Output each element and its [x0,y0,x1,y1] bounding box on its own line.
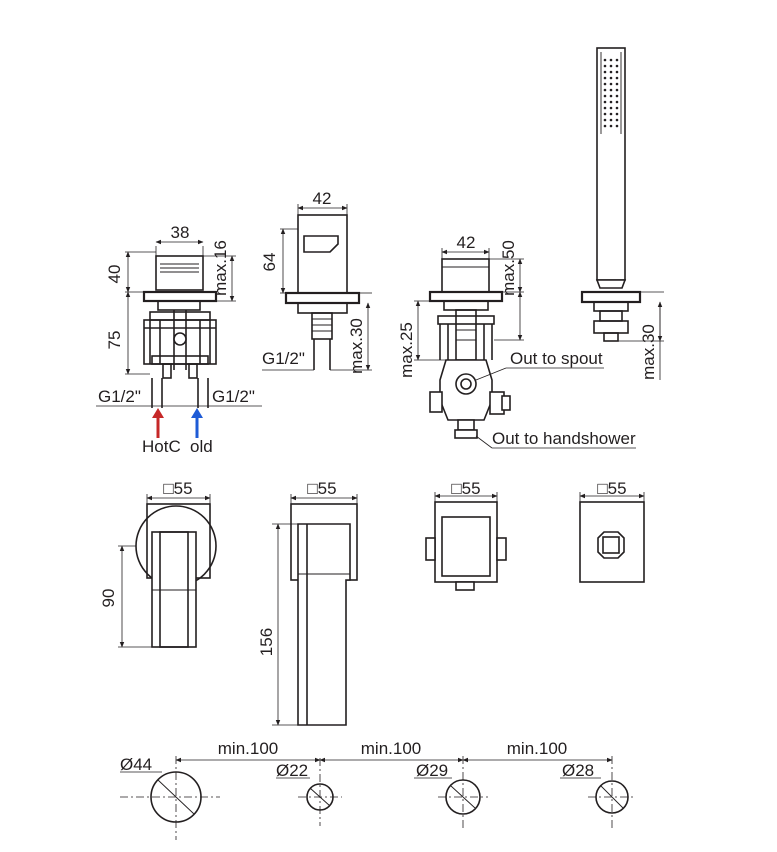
nozzle-dot [615,118,619,122]
mixer-top-size-label: □55 [163,479,192,498]
diverter-width-label: 42 [457,233,476,252]
nozzle-dot [603,82,607,86]
spout-top-size-label: □55 [307,479,336,498]
handshower-max-depth-label: max.30 [639,324,658,380]
spout-width-label: 42 [313,189,332,208]
nozzle-dot [603,124,607,128]
hole-1-diameter-label: Ø44 [120,755,152,774]
out-to-spout-label: Out to spout [510,349,603,368]
nozzle-dot [615,70,619,74]
mixer-max-top-label: max.16 [211,240,230,296]
spout-height-label: 64 [260,253,279,272]
mixer-thread-left-label: G1/2" [98,387,141,406]
hole-3-diameter-label: Ø29 [416,761,448,780]
nozzle-dot [609,124,613,128]
nozzle-dots [603,58,619,128]
nozzle-dot [615,94,619,98]
diverter-max-top-label: max.50 [499,240,518,296]
nozzle-dot [603,76,607,80]
nozzle-dot [609,100,613,104]
nozzle-dot [609,64,613,68]
mixer-top-height-label: 40 [105,265,124,284]
hole-2-diameter-label: Ø22 [276,761,308,780]
nozzle-dot [603,70,607,74]
nozzle-dot [609,58,613,62]
mixer-depth-label: 90 [99,589,118,608]
hot-label: HotC [142,437,181,456]
hole-spacing-1-label: min.100 [218,739,278,758]
diverter-side-view: 42 max.50 max.25 Out to spout Out to han… [397,233,636,449]
nozzle-dot [609,82,613,86]
nozzle-dot [603,118,607,122]
mixer-body-height-label: 75 [105,331,124,350]
nozzle-dot [615,76,619,80]
mixer-thread-right-label: G1/2" [212,387,255,406]
nozzle-dot [615,88,619,92]
nozzle-dot [603,100,607,104]
mixer-side-view: 38 40 75 max.16 G1/2" G1/2" HotC old [96,223,262,456]
nozzle-dot [615,112,619,116]
nozzle-dot [609,94,613,98]
nozzle-dot [615,82,619,86]
cold-arrowhead-icon [191,408,203,418]
hole-spacing-2-label: min.100 [361,739,421,758]
handshower-top-size-label: □55 [597,479,626,498]
handshower-top-view: □55 [579,479,645,583]
cold-label: old [190,437,213,456]
nozzle-dot [609,76,613,80]
hot-arrowhead-icon [152,408,164,418]
nozzle-dot [609,112,613,116]
spout-side-view: 42 64 max.30 G1/2" [260,189,372,374]
diverter-max-depth-label: max.25 [397,322,416,378]
hole-layout: min.100 min.100 min.100 Ø44 Ø22 Ø29 Ø28 [120,739,636,840]
nozzle-dot [615,100,619,104]
nozzle-dot [603,106,607,110]
hole-4-diameter-label: Ø28 [562,761,594,780]
nozzle-dot [603,64,607,68]
nozzle-dot [615,58,619,62]
nozzle-dot [609,88,613,92]
diverter-top-size-label: □55 [451,479,480,498]
hole-spacing-3-label: min.100 [507,739,567,758]
spout-max-depth-label: max.30 [347,318,366,374]
nozzle-dot [615,106,619,110]
out-to-handshower-label: Out to handshower [492,429,636,448]
nozzle-dot [609,70,613,74]
handshower-side-view: max.30 [580,47,664,380]
mixer-top-view: □55 90 [99,479,217,648]
nozzle-dot [603,88,607,92]
nozzle-dot [615,124,619,128]
diverter-top-view: □55 [425,479,507,591]
mixer-width-label: 38 [171,223,190,242]
spout-length-label: 156 [257,628,276,656]
nozzle-dot [609,106,613,110]
nozzle-dot [603,112,607,116]
nozzle-dot [615,64,619,68]
nozzle-dot [603,58,607,62]
spout-thread-label: G1/2" [262,349,305,368]
nozzle-dot [609,118,613,122]
spout-top-view: □55 156 [257,479,358,726]
nozzle-dot [603,94,607,98]
